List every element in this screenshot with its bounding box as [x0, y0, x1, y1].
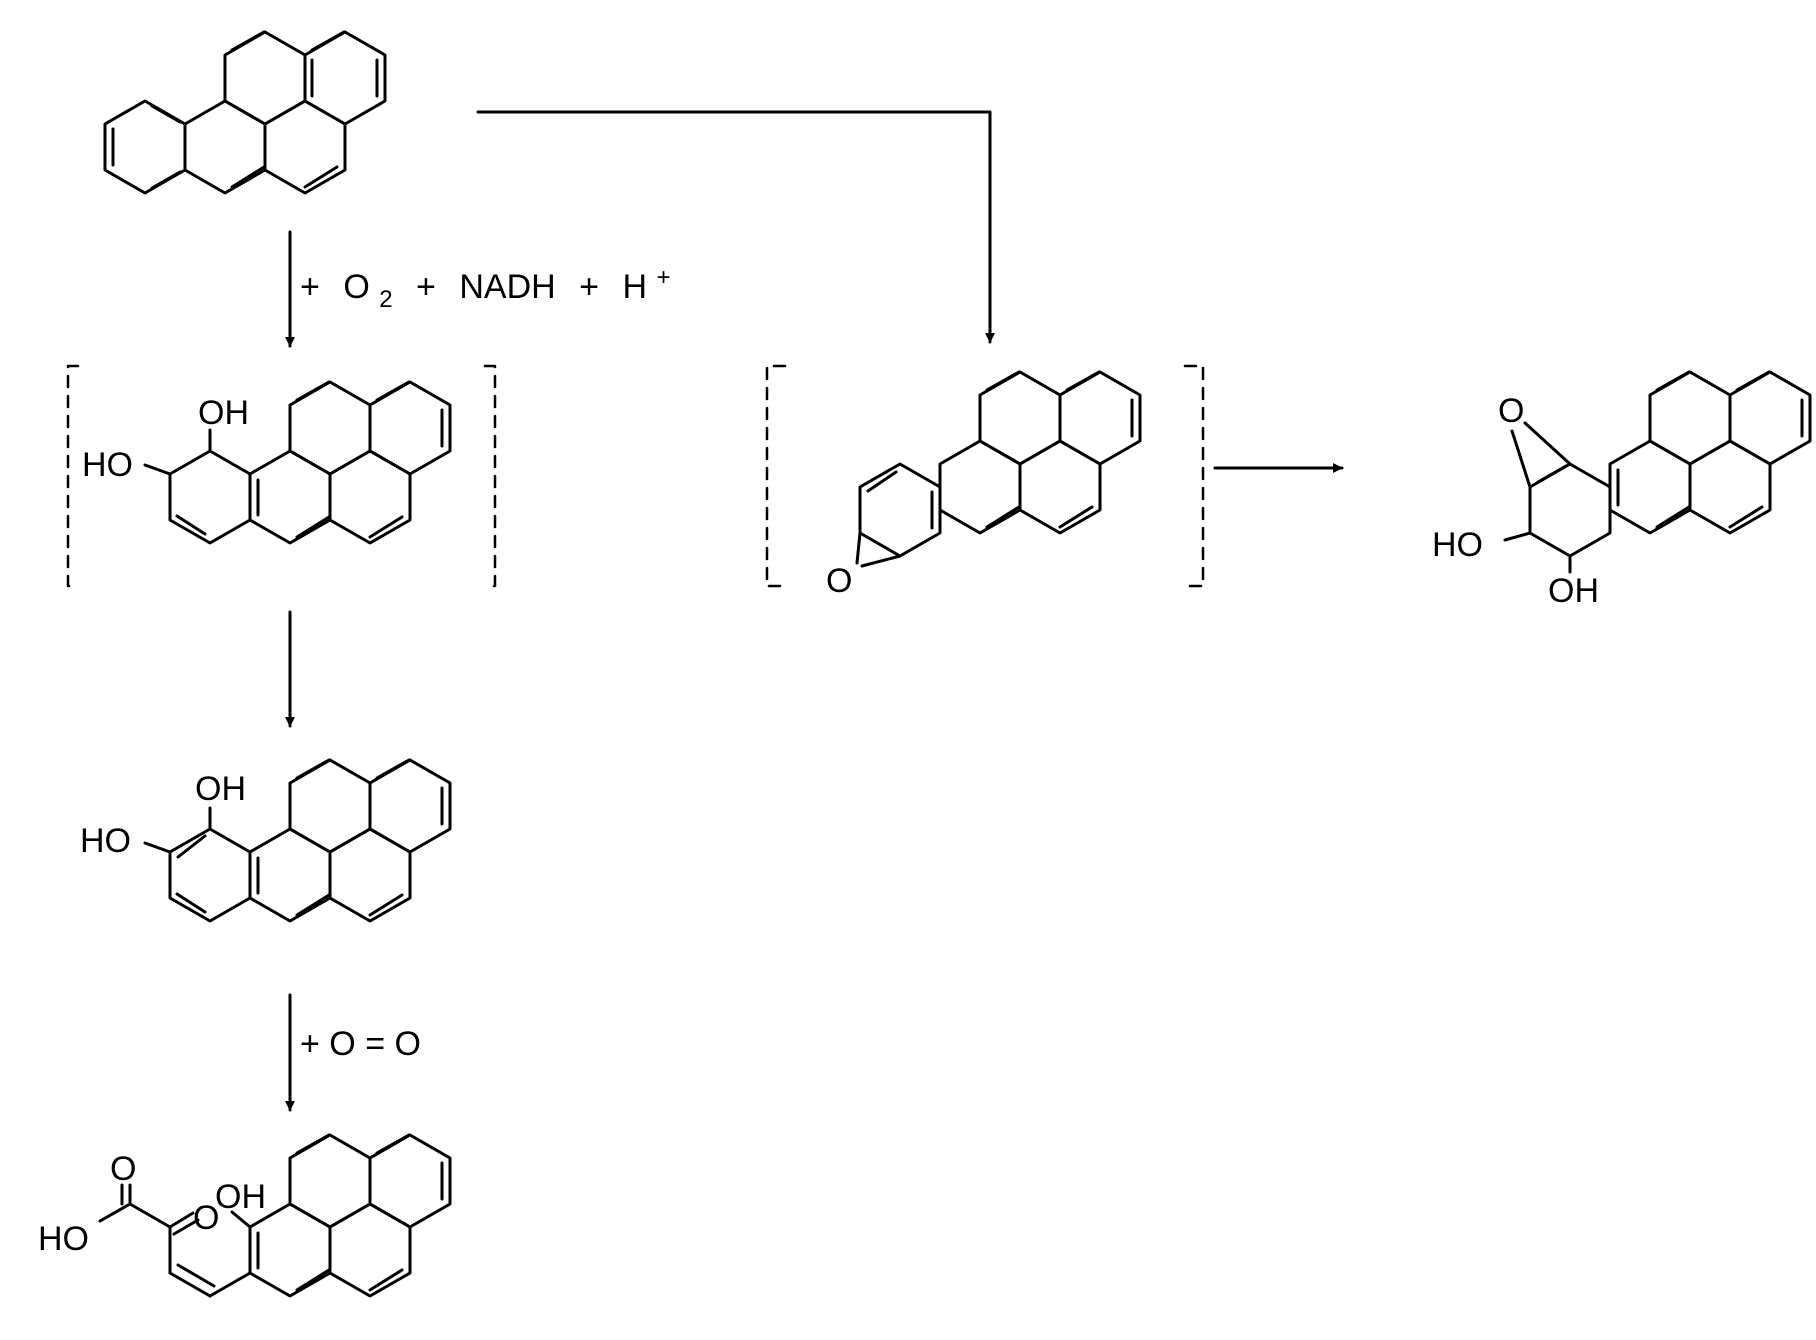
catechol-structure [143, 758, 452, 923]
acid-keto-o-label: O [193, 1199, 219, 1237]
catechol-ho-label: HO [80, 822, 131, 860]
step1-proton: H [622, 268, 647, 306]
acid-ho-label: HO [38, 1220, 89, 1258]
epoxide-intermediate [765, 364, 1205, 588]
step1-proton-superscript: + [656, 264, 670, 291]
step1-plus-2: + [416, 268, 436, 306]
dihydrodiol-intermediate [66, 364, 497, 588]
step3-reagent: + O = O [300, 1025, 421, 1063]
acid-carbonyl-o-label: O [110, 1150, 136, 1188]
step1-nadh: NADH [459, 268, 555, 306]
dihydrodiol-ho-label: HO [82, 446, 133, 484]
dihydrodiol-oh-label: OH [198, 394, 249, 432]
benzo-a-pyrene-structure [103, 30, 387, 195]
step1-reagents: + O 2 + NADH + H + [300, 264, 670, 315]
step1-plus-1: + [300, 268, 320, 306]
ring-cleavage-product-structure [98, 1133, 452, 1298]
acid-oh-label: OH [215, 1178, 266, 1216]
epoxide-o-label: O [826, 562, 852, 600]
arrow-benzopyrene-to-epoxide [476, 110, 995, 344]
diolepoxide-oh-label: OH [1548, 572, 1599, 610]
catechol-oh-label: OH [195, 770, 246, 808]
step1-oxygen-subscript: 2 [379, 286, 392, 313]
step1-oxygen: O [343, 268, 369, 306]
diolepoxide-ho-label: HO [1432, 526, 1483, 564]
step1-plus-3: + [579, 268, 599, 306]
diolepoxide-o-label: O [1498, 392, 1524, 430]
diol-epoxide-product-structure [1503, 370, 1812, 574]
